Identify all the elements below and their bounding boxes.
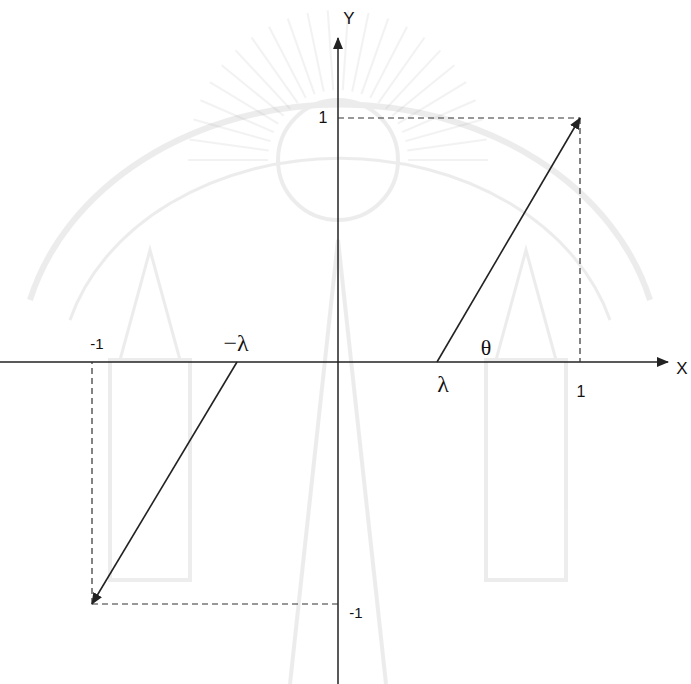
tick-label: 1 [577, 384, 586, 400]
function-line [92, 362, 237, 604]
watermark-emblem [30, 100, 650, 684]
axis-label: Y [343, 10, 354, 27]
x-axis [0, 361, 668, 363]
tick-label: -1 [349, 605, 362, 620]
lambda-label: −λ [223, 331, 248, 355]
axis-label: X [676, 360, 687, 377]
guide-lines [92, 118, 580, 604]
tick-label: -1 [90, 336, 103, 351]
angle-label: θ [481, 337, 492, 359]
lambda-label: λ [437, 372, 449, 396]
tick-label: 1 [319, 110, 328, 126]
function-line [437, 118, 580, 362]
y-axis [337, 38, 339, 684]
